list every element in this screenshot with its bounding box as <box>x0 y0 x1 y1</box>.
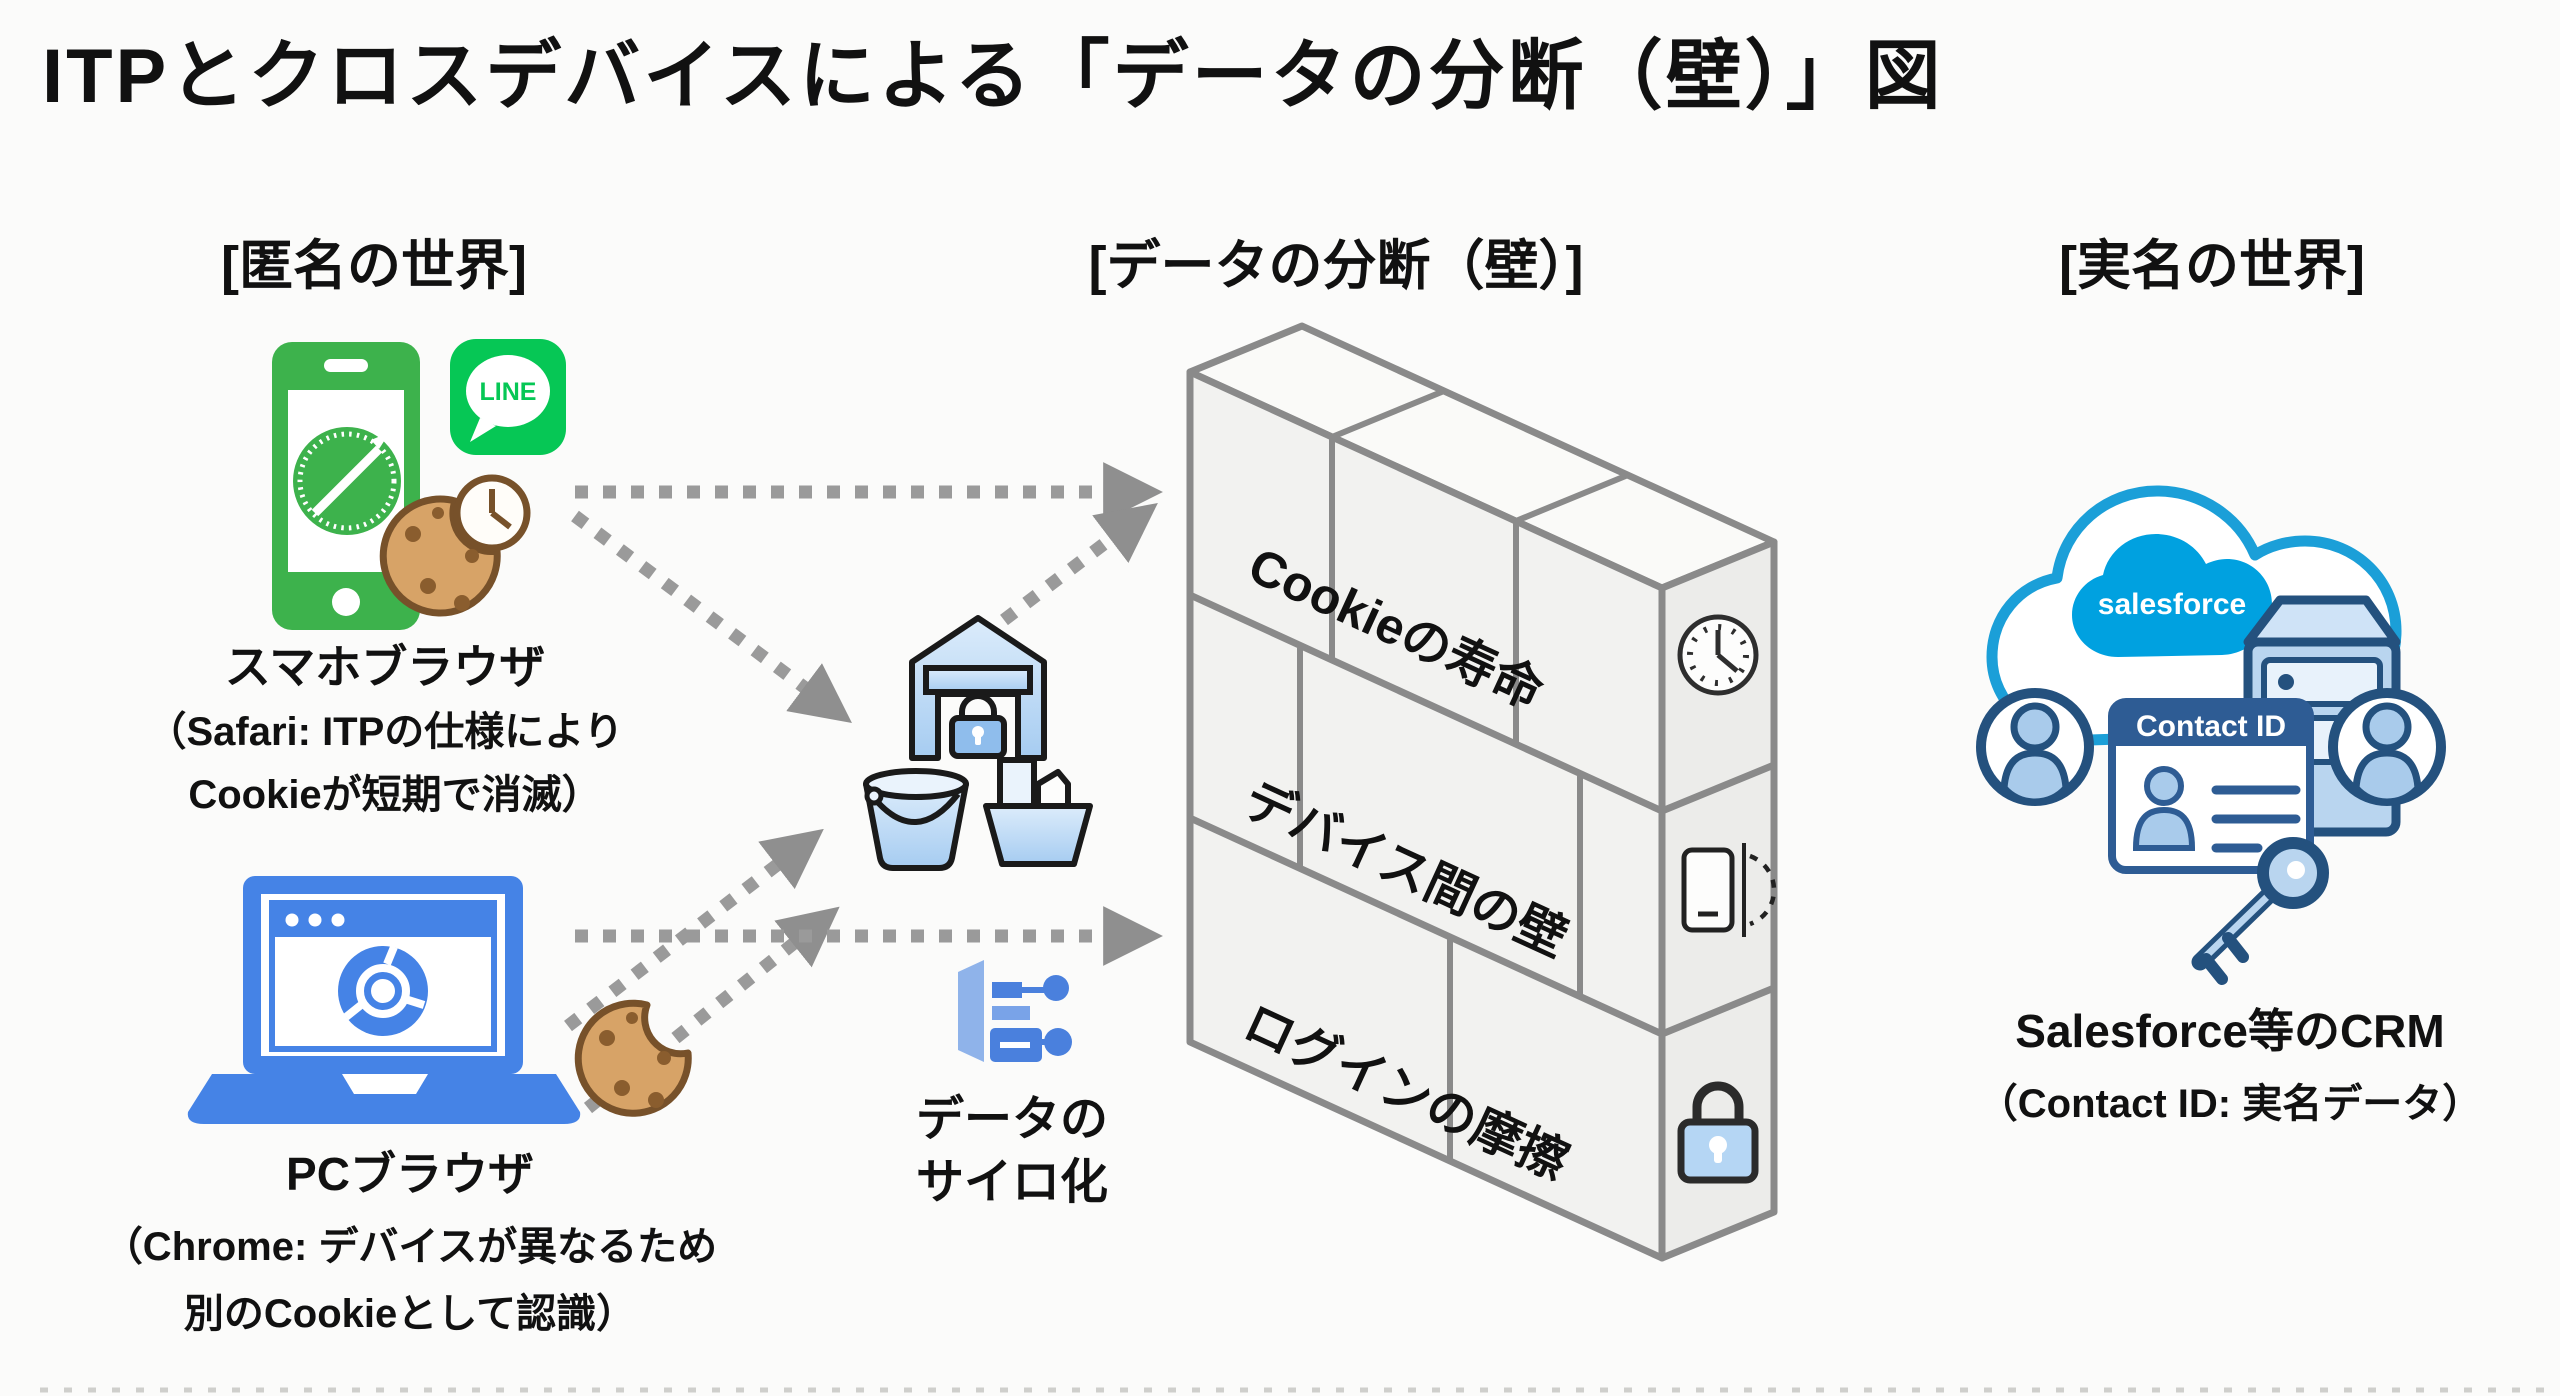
mobile-label: スマホブラウザ <box>225 641 546 693</box>
arrow-pc-to-silo-lower <box>583 906 840 1114</box>
arrow-silo-to-wall <box>1000 502 1158 626</box>
device-rotate-icon <box>1681 843 1777 937</box>
bucket-icon <box>863 768 969 871</box>
mobile-cluster: LINE スマホブラウザ （Safari: ITPの仕様により Cookieが短… <box>146 339 624 817</box>
silo-label-line2: サイロ化 <box>916 1156 1108 1209</box>
key-icon <box>2191 837 2329 985</box>
silo-cluster: データの サイロ化 <box>863 615 1108 1209</box>
user-icon <box>1976 688 2094 806</box>
crm-cluster: salesforce Contact ID <box>1976 485 2482 1126</box>
salesforce-logo-label: salesforce <box>2098 588 2246 621</box>
arrow-pc-to-silo-upper <box>564 828 824 1032</box>
separation-wall: Cookieの寿命 デバイス間の壁 ログインの摩擦 <box>1186 322 1778 1262</box>
arrows <box>564 462 1163 1114</box>
page-title: ITPとクロスデバイスによる「データの分断（壁）」図 <box>42 34 1944 119</box>
user-icon <box>2333 693 2441 802</box>
bitten-cookie-icon <box>574 999 692 1117</box>
wall-row-lines <box>1188 591 1776 1038</box>
pc-cluster: PCブラウザ （Chrome: デバイスが異なるため 別のCookieとして認識… <box>103 876 717 1336</box>
clock-icon <box>1677 614 1759 696</box>
id-card-icon: Contact ID <box>2108 698 2314 874</box>
header-realname-world: [実名の世界] <box>2059 236 2365 296</box>
crm-sub: （Contact ID: 実名データ） <box>1978 1081 2482 1126</box>
line-app-label: LINE <box>480 378 537 406</box>
wall-brick-joints <box>1297 388 1630 1160</box>
crm-label: Salesforce等のCRM <box>2015 1005 2444 1057</box>
arrow-phone-to-silo <box>571 510 852 723</box>
clock-icon <box>453 474 531 552</box>
laptop-chrome-icon <box>187 876 581 1124</box>
line-app-icon: LINE <box>450 339 566 455</box>
header-anonymous-world: [匿名の世界] <box>221 236 527 296</box>
pc-label: PCブラウザ <box>286 1148 534 1200</box>
padlock-icon <box>1677 1081 1759 1184</box>
pc-sub2: 別のCookieとして認識） <box>184 1292 636 1336</box>
header-data-separation: [データの分断（壁）] <box>1089 236 1584 296</box>
data-flow-icon <box>958 960 1072 1062</box>
mobile-sub1: （Safari: ITPの仕様により <box>146 710 623 754</box>
mobile-sub2: Cookieが短期で消滅） <box>188 773 601 817</box>
id-card-lines <box>2211 785 2301 853</box>
contact-id-label: Contact ID <box>2136 710 2286 743</box>
salesforce-logo: salesforce <box>2072 534 2272 657</box>
bitten-cookie-icon <box>379 495 501 617</box>
warehouse-lock-icon <box>909 615 1047 761</box>
silo-label-line1: データの <box>916 1092 1108 1146</box>
pc-sub1: （Chrome: デバイスが異なるため <box>103 1224 717 1269</box>
box-files-icon <box>983 757 1093 867</box>
